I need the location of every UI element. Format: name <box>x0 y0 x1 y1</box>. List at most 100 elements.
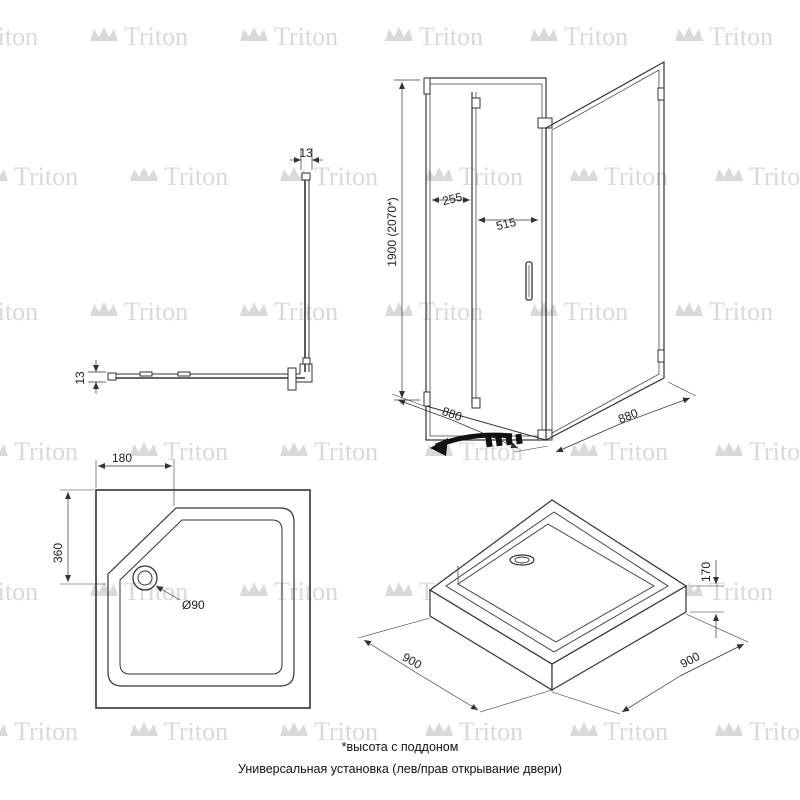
crown-icon <box>0 169 8 181</box>
tray-isometric-dims <box>357 560 749 715</box>
watermark-logo: Triton <box>280 437 378 466</box>
tray-corner-height-dim: 360 <box>51 543 65 563</box>
watermark-text: Triton <box>14 162 78 191</box>
crown-icon <box>385 27 413 41</box>
watermark-logo: Triton <box>675 577 773 606</box>
watermark-logo: Triton <box>385 22 483 51</box>
watermark-logo: Triton <box>530 297 628 326</box>
watermark-text: Triton <box>14 717 78 746</box>
cabin-width-left-dim: 880 <box>440 404 464 424</box>
watermark-text: Triton <box>709 297 773 326</box>
crown-icon <box>130 722 158 736</box>
watermark-text: Triton <box>564 22 628 51</box>
watermark-logo: Triton <box>240 22 338 51</box>
installation-caption: Универсальная установка (лев/прав открыв… <box>237 762 563 776</box>
watermark-logo: Triton <box>715 437 800 466</box>
crown-icon <box>130 167 158 181</box>
crown-icon <box>130 442 158 456</box>
tray-plan-drawing <box>60 460 311 709</box>
watermark-logo: Triton <box>240 297 338 326</box>
crown-icon <box>280 167 308 181</box>
side-profile-drawing <box>88 148 323 394</box>
crown-icon <box>675 27 703 41</box>
watermark-text: Triton <box>459 717 523 746</box>
watermark-logo: Triton <box>425 717 523 746</box>
watermark-text: Triton <box>124 22 188 51</box>
watermark-logo: Triton <box>0 297 38 326</box>
watermark-text: Triton <box>124 297 188 326</box>
crown-icon <box>0 444 8 456</box>
crown-icon <box>385 582 413 596</box>
watermark-text: Triton <box>749 437 800 466</box>
crown-icon <box>715 722 743 736</box>
watermark-text: Triton <box>564 297 628 326</box>
watermark-logo: Triton <box>0 22 38 51</box>
side-profile-dim-top: 13 <box>299 146 313 160</box>
cabin-height-dim: 1900 (2070*) <box>385 197 399 266</box>
crown-icon <box>90 27 118 41</box>
crown-icon <box>570 442 598 456</box>
watermark-logo: Triton <box>570 437 668 466</box>
watermark-text: Triton <box>314 162 378 191</box>
watermark-logo: Triton <box>385 297 483 326</box>
tray-iso-width-left-dim: 900 <box>400 650 425 672</box>
watermark-logo: Triton <box>130 162 228 191</box>
watermark-text: Triton <box>14 437 78 466</box>
side-profile-dim-left: 13 <box>73 371 87 385</box>
watermark-logo: Triton <box>280 717 378 746</box>
door-opening-arrow <box>430 432 523 456</box>
crown-icon <box>240 27 268 41</box>
watermark-logo: Triton <box>675 297 773 326</box>
crown-icon <box>570 722 598 736</box>
watermark-logo: Triton <box>0 437 78 466</box>
watermark-logo: Triton <box>570 162 668 191</box>
tray-iso-height-dim: 170 <box>699 562 713 582</box>
watermark-text: Triton <box>604 437 668 466</box>
watermark-text: Triton <box>749 162 800 191</box>
watermark-text: Triton <box>274 297 338 326</box>
crown-icon <box>90 582 118 596</box>
tray-iso-width-right-dim: 900 <box>678 649 703 671</box>
tray-drain-dim: Ø90 <box>182 598 205 612</box>
watermark-grid: TritonTritonTritonTritonTritonTritonTrit… <box>0 22 800 746</box>
watermark-logo: Triton <box>130 717 228 746</box>
crown-icon <box>240 582 268 596</box>
watermark-logo: Triton <box>675 22 773 51</box>
crown-icon <box>530 27 558 41</box>
crown-icon <box>280 722 308 736</box>
crown-icon <box>280 442 308 456</box>
door-offset-dim: 255 <box>441 190 464 209</box>
watermark-logo: Triton <box>90 22 188 51</box>
watermark-logo: Triton <box>280 162 378 191</box>
watermark-logo: Triton <box>0 717 78 746</box>
watermark-text: Triton <box>419 22 483 51</box>
watermark-text: Triton <box>274 22 338 51</box>
crown-icon <box>715 167 743 181</box>
watermark-text: Triton <box>314 717 378 746</box>
crown-icon <box>0 724 8 736</box>
crown-icon <box>675 302 703 316</box>
tray-corner-cut-dim: 180 <box>112 451 132 465</box>
watermark-text: Triton <box>749 717 800 746</box>
footnote: *высота с поддоном <box>341 740 459 754</box>
watermark-logo: Triton <box>0 577 38 606</box>
watermark-text: Triton <box>164 162 228 191</box>
watermark-text: Triton <box>709 577 773 606</box>
watermark-text: Triton <box>314 437 378 466</box>
door-width-dim: 515 <box>495 215 518 234</box>
watermark-text: Triton <box>419 297 483 326</box>
watermark-logo: Triton <box>130 437 228 466</box>
watermark-text: Triton <box>164 437 228 466</box>
watermark-logo: Triton <box>0 162 78 191</box>
crown-icon <box>385 302 413 316</box>
shower-cabin-drawing <box>391 60 697 453</box>
watermark-text: Triton <box>0 297 38 326</box>
watermark-text: Triton <box>604 162 668 191</box>
crown-icon <box>425 167 453 181</box>
watermark-text: Triton <box>0 577 38 606</box>
crown-icon <box>240 302 268 316</box>
watermark-logo: Triton <box>715 162 800 191</box>
watermark-logo: Triton <box>90 297 188 326</box>
watermark-logo: Triton <box>530 22 628 51</box>
